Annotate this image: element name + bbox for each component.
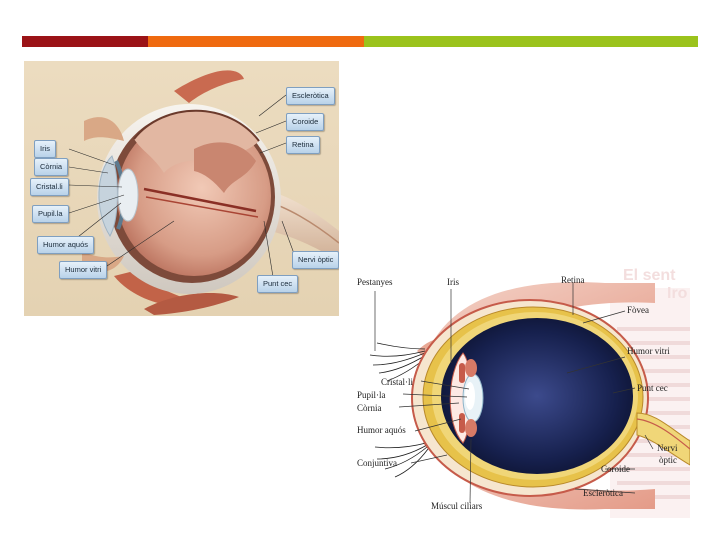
- faded-heading-line2: Iro: [667, 285, 687, 303]
- label-optic: òptic: [659, 455, 677, 466]
- label-pupilla: Pupil·la: [357, 390, 386, 401]
- label-humor-aquos: Humor aquós: [357, 425, 406, 436]
- label-coroide: Coroide: [286, 113, 324, 131]
- label-conjuntiva: Conjuntiva: [357, 458, 397, 469]
- label-humor-vitri: Humor vitri: [627, 346, 670, 357]
- label-humor-vitri: Humor vitri: [59, 261, 107, 279]
- label-pestanyes: Pestanyes: [357, 277, 393, 288]
- label-cornia: Còrnia: [357, 403, 382, 414]
- label-retina: Retina: [561, 275, 585, 286]
- label-coroide: Coroide: [601, 464, 630, 475]
- label-esclerotica: Escleròtica: [286, 87, 335, 105]
- label-pupilla: Pupil.la: [32, 205, 69, 223]
- label-humor-aquos: Humor aquós: [37, 236, 94, 254]
- label-punt-cec: Punt cec: [257, 275, 298, 293]
- label-cornia: Còrnia: [34, 158, 68, 176]
- labeled-eye-diagram: El sent Iro Pestanyes Iris Retina Fòvea …: [355, 263, 690, 520]
- label-esclerotica: Escleròtica: [583, 488, 623, 499]
- label-cristalli: Cristal.li: [30, 178, 69, 196]
- eye-cross-section-diagram: Escleròtica Coroide Retina Iris Còrnia C…: [24, 61, 339, 316]
- accent-bar-green: [364, 36, 698, 47]
- label-nervi-optic: Nervi òptic: [292, 251, 339, 269]
- label-fovea: Fòvea: [627, 305, 649, 316]
- label-musculs-ciliars: Múscul ciliars: [431, 501, 482, 512]
- label-punt-cec: Punt cec: [637, 383, 668, 394]
- accent-bar-red: [22, 36, 148, 47]
- faded-heading-line1: El sent: [623, 267, 675, 285]
- label-cristalli: Cristal·li: [381, 377, 413, 388]
- label-retina: Retina: [286, 136, 320, 154]
- accent-bar-orange: [148, 36, 364, 47]
- label-iris: Iris: [447, 277, 459, 288]
- label-iris: Iris: [34, 140, 56, 158]
- label-nervi: Nervi: [657, 443, 678, 454]
